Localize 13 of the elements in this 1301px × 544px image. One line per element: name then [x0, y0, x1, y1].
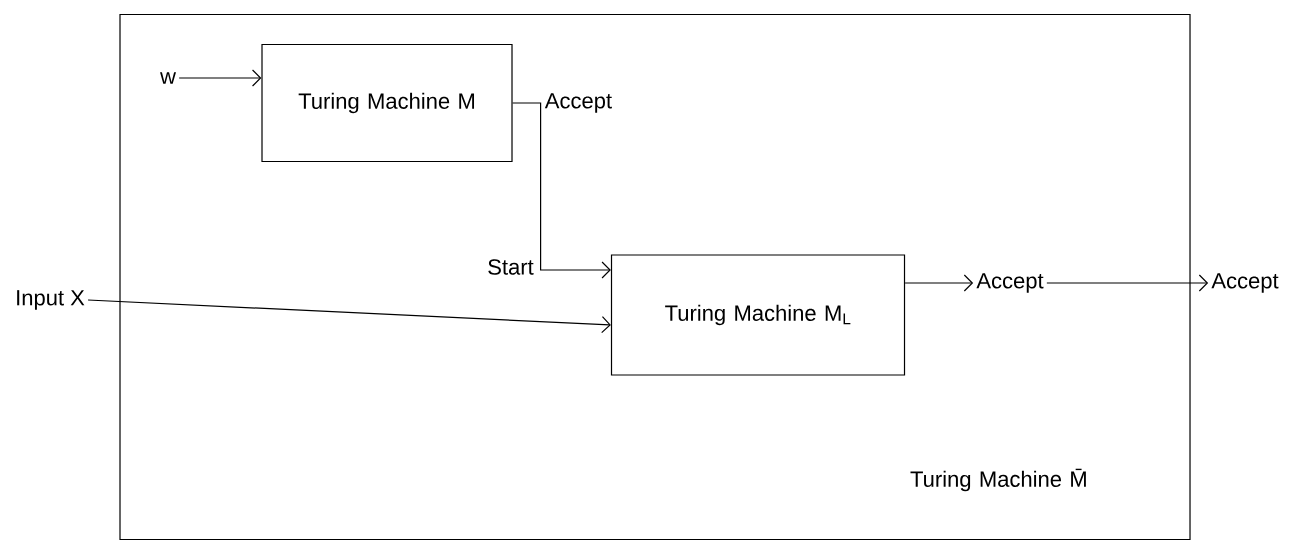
text-label: Accept: [1211, 273, 1279, 293]
arrow: [87, 299, 611, 334]
process-box: Turing Machine M$_{L}$: [610, 254, 906, 376]
text-label: Input X: [17, 290, 85, 310]
edge-label: Accept: [544, 93, 612, 113]
text-label: Accept: [976, 273, 1044, 293]
arrow: [512, 102, 611, 279]
arrow: [904, 274, 974, 292]
text-label: Start: [488, 259, 534, 275]
arrow: [178, 69, 262, 87]
text-label: w: [160, 72, 176, 84]
process-box: Turing Machine M: [261, 43, 513, 163]
arrow: [1046, 274, 1209, 292]
